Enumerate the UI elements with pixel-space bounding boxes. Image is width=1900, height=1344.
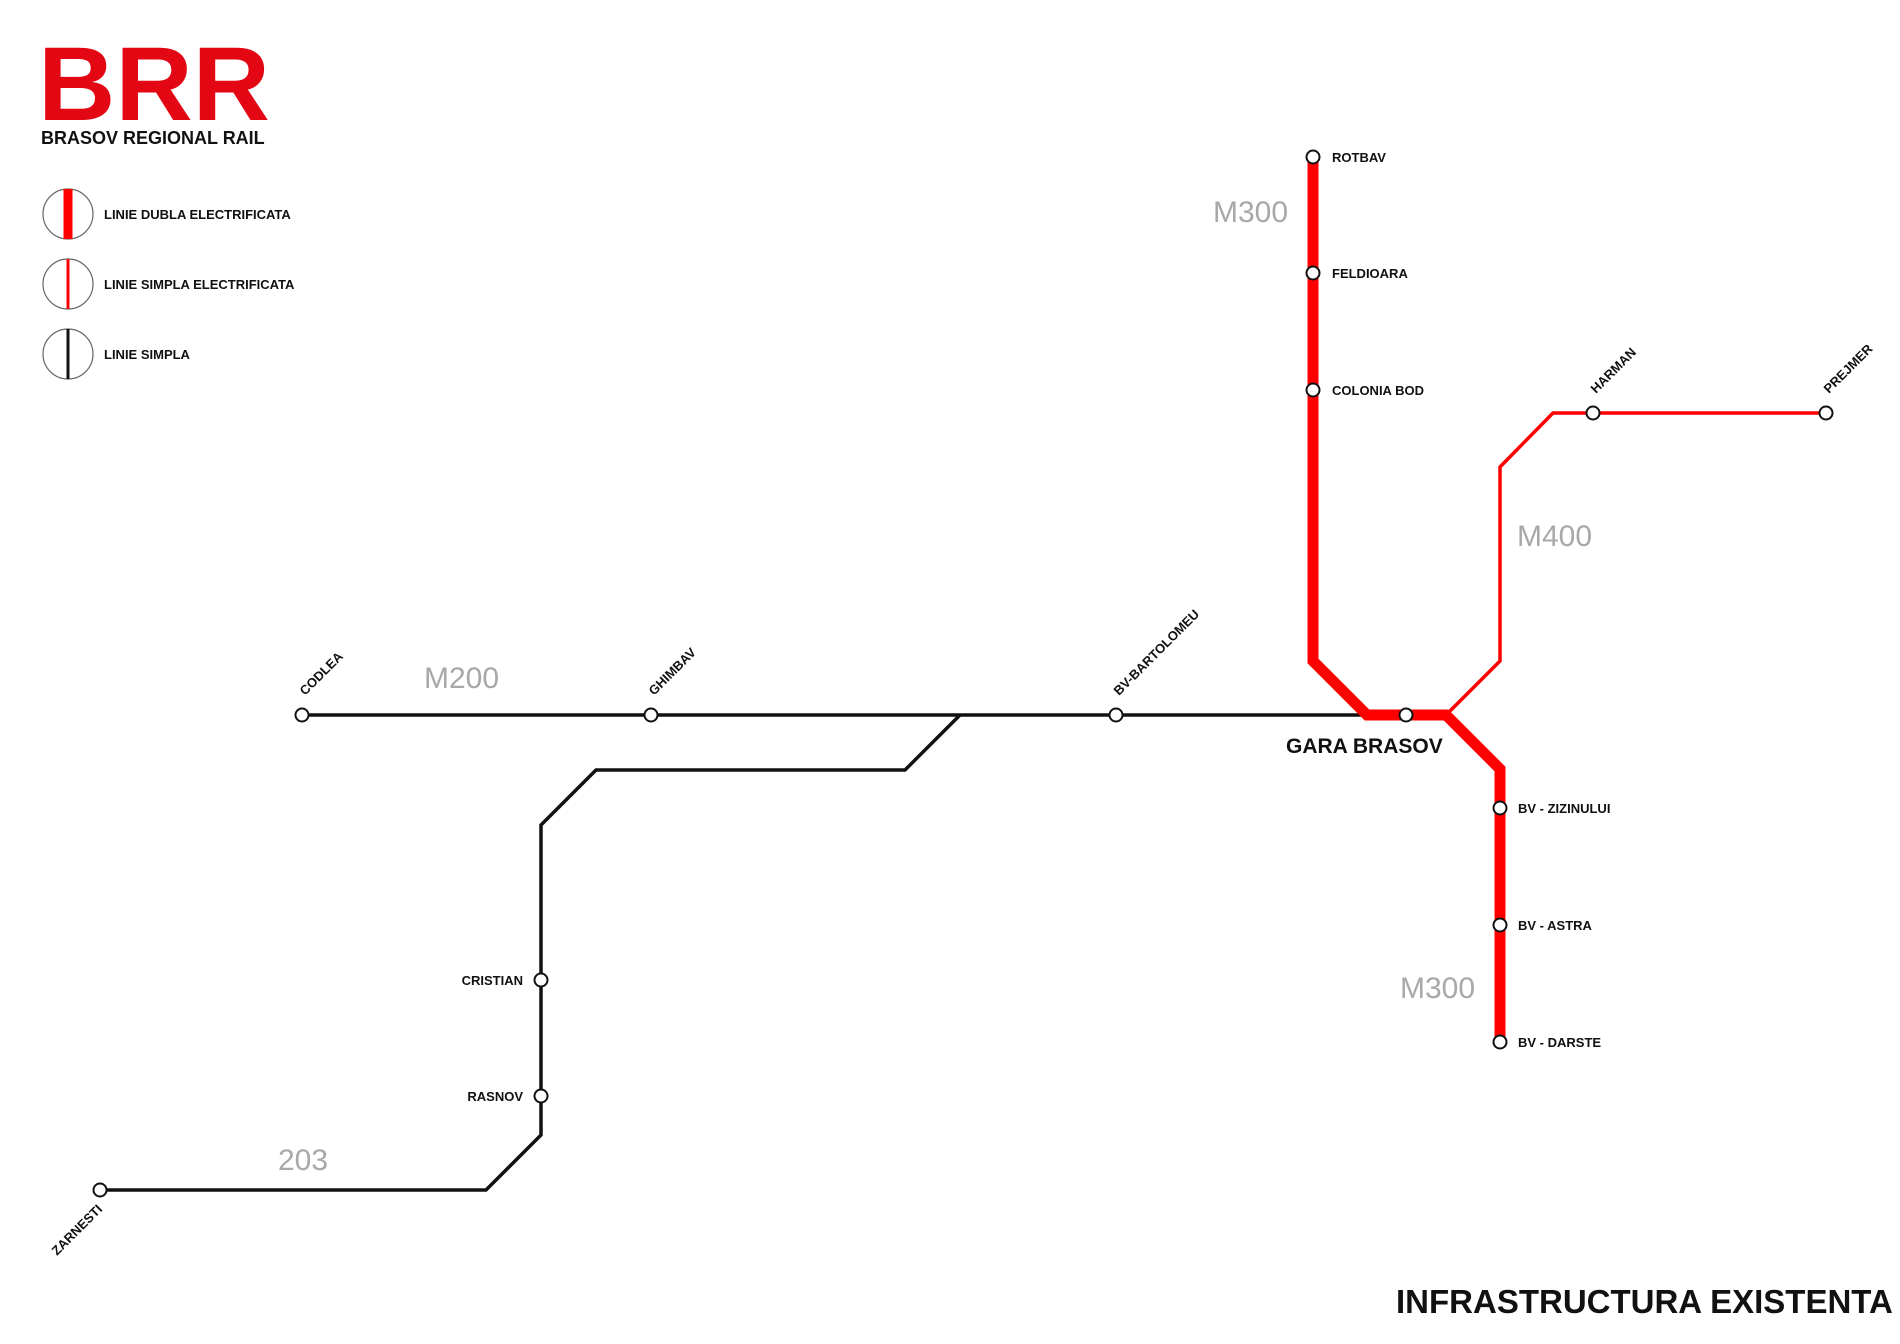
station-cristian[interactable] [533, 972, 549, 988]
label-zizinului: BV - ZIZINULUI [1518, 801, 1610, 816]
line-m300-track [1307, 157, 1506, 1042]
line-203-track [100, 713, 962, 1192]
label-cristian: CRISTIAN [462, 973, 523, 988]
label-zarnesti: ZARNESTI [49, 1202, 106, 1259]
label-rasnov: RASNOV [467, 1089, 523, 1104]
line-label-203: 203 [278, 1144, 328, 1177]
line-label-m200: M200 [424, 662, 499, 695]
brand-name: BRASOV REGIONAL RAIL [41, 128, 265, 148]
station-prejmer[interactable] [1818, 405, 1834, 421]
station-bartolomeu[interactable] [1108, 707, 1124, 723]
line-m400-track [1444, 411, 1826, 717]
label-codlea: CODLEA [297, 648, 347, 698]
label-prejmer: PREJMER [1821, 341, 1876, 396]
station-darste[interactable] [1492, 1034, 1508, 1050]
line-label-m300-south: M300 [1400, 972, 1475, 1005]
legend-item-single: LINIE SIMPLA [42, 328, 191, 380]
stations [92, 149, 1834, 1198]
brand-logo: BRR [38, 26, 270, 143]
label-darste: BV - DARSTE [1518, 1035, 1601, 1050]
station-zarnesti[interactable] [92, 1182, 108, 1198]
station-harman[interactable] [1585, 405, 1601, 421]
station-astra[interactable] [1492, 917, 1508, 933]
label-astra: BV - ASTRA [1518, 918, 1593, 933]
label-gara-brasov: GARA BRASOV [1286, 735, 1443, 758]
legend-item-double-electrified: LINIE DUBLA ELECTRIFICATA [42, 188, 291, 240]
station-gara-brasov[interactable] [1398, 707, 1414, 723]
legend: LINIE DUBLA ELECTRIFICATA LINIE SIMPLA E… [42, 188, 295, 380]
station-ghimbav[interactable] [643, 707, 659, 723]
station-rasnov[interactable] [533, 1088, 549, 1104]
label-colonia-bod: COLONIA BOD [1332, 383, 1424, 398]
label-ghimbav: GHIMBAV [646, 645, 700, 699]
label-feldioara: FELDIOARA [1332, 266, 1408, 281]
legend-item-single-electrified: LINIE SIMPLA ELECTRIFICATA [42, 258, 295, 310]
legend-label-double: LINIE DUBLA ELECTRIFICATA [104, 207, 291, 222]
line-label-m300-north: M300 [1213, 196, 1288, 229]
label-bartolomeu: BV-BARTOLOMEU [1111, 606, 1203, 698]
station-zizinului[interactable] [1492, 800, 1508, 816]
footer-title: INFRASTRUCTURA EXISTENTA [1396, 1283, 1893, 1320]
station-rotbav[interactable] [1305, 149, 1321, 165]
label-harman: HARMAN [1588, 345, 1639, 396]
label-rotbav: ROTBAV [1332, 150, 1386, 165]
station-feldioara[interactable] [1305, 265, 1321, 281]
station-codlea[interactable] [294, 707, 310, 723]
legend-label-single-electrified: LINIE SIMPLA ELECTRIFICATA [104, 277, 295, 292]
station-colonia-bod[interactable] [1305, 382, 1321, 398]
legend-label-single: LINIE SIMPLA [104, 347, 191, 362]
line-label-m400: M400 [1517, 520, 1592, 553]
